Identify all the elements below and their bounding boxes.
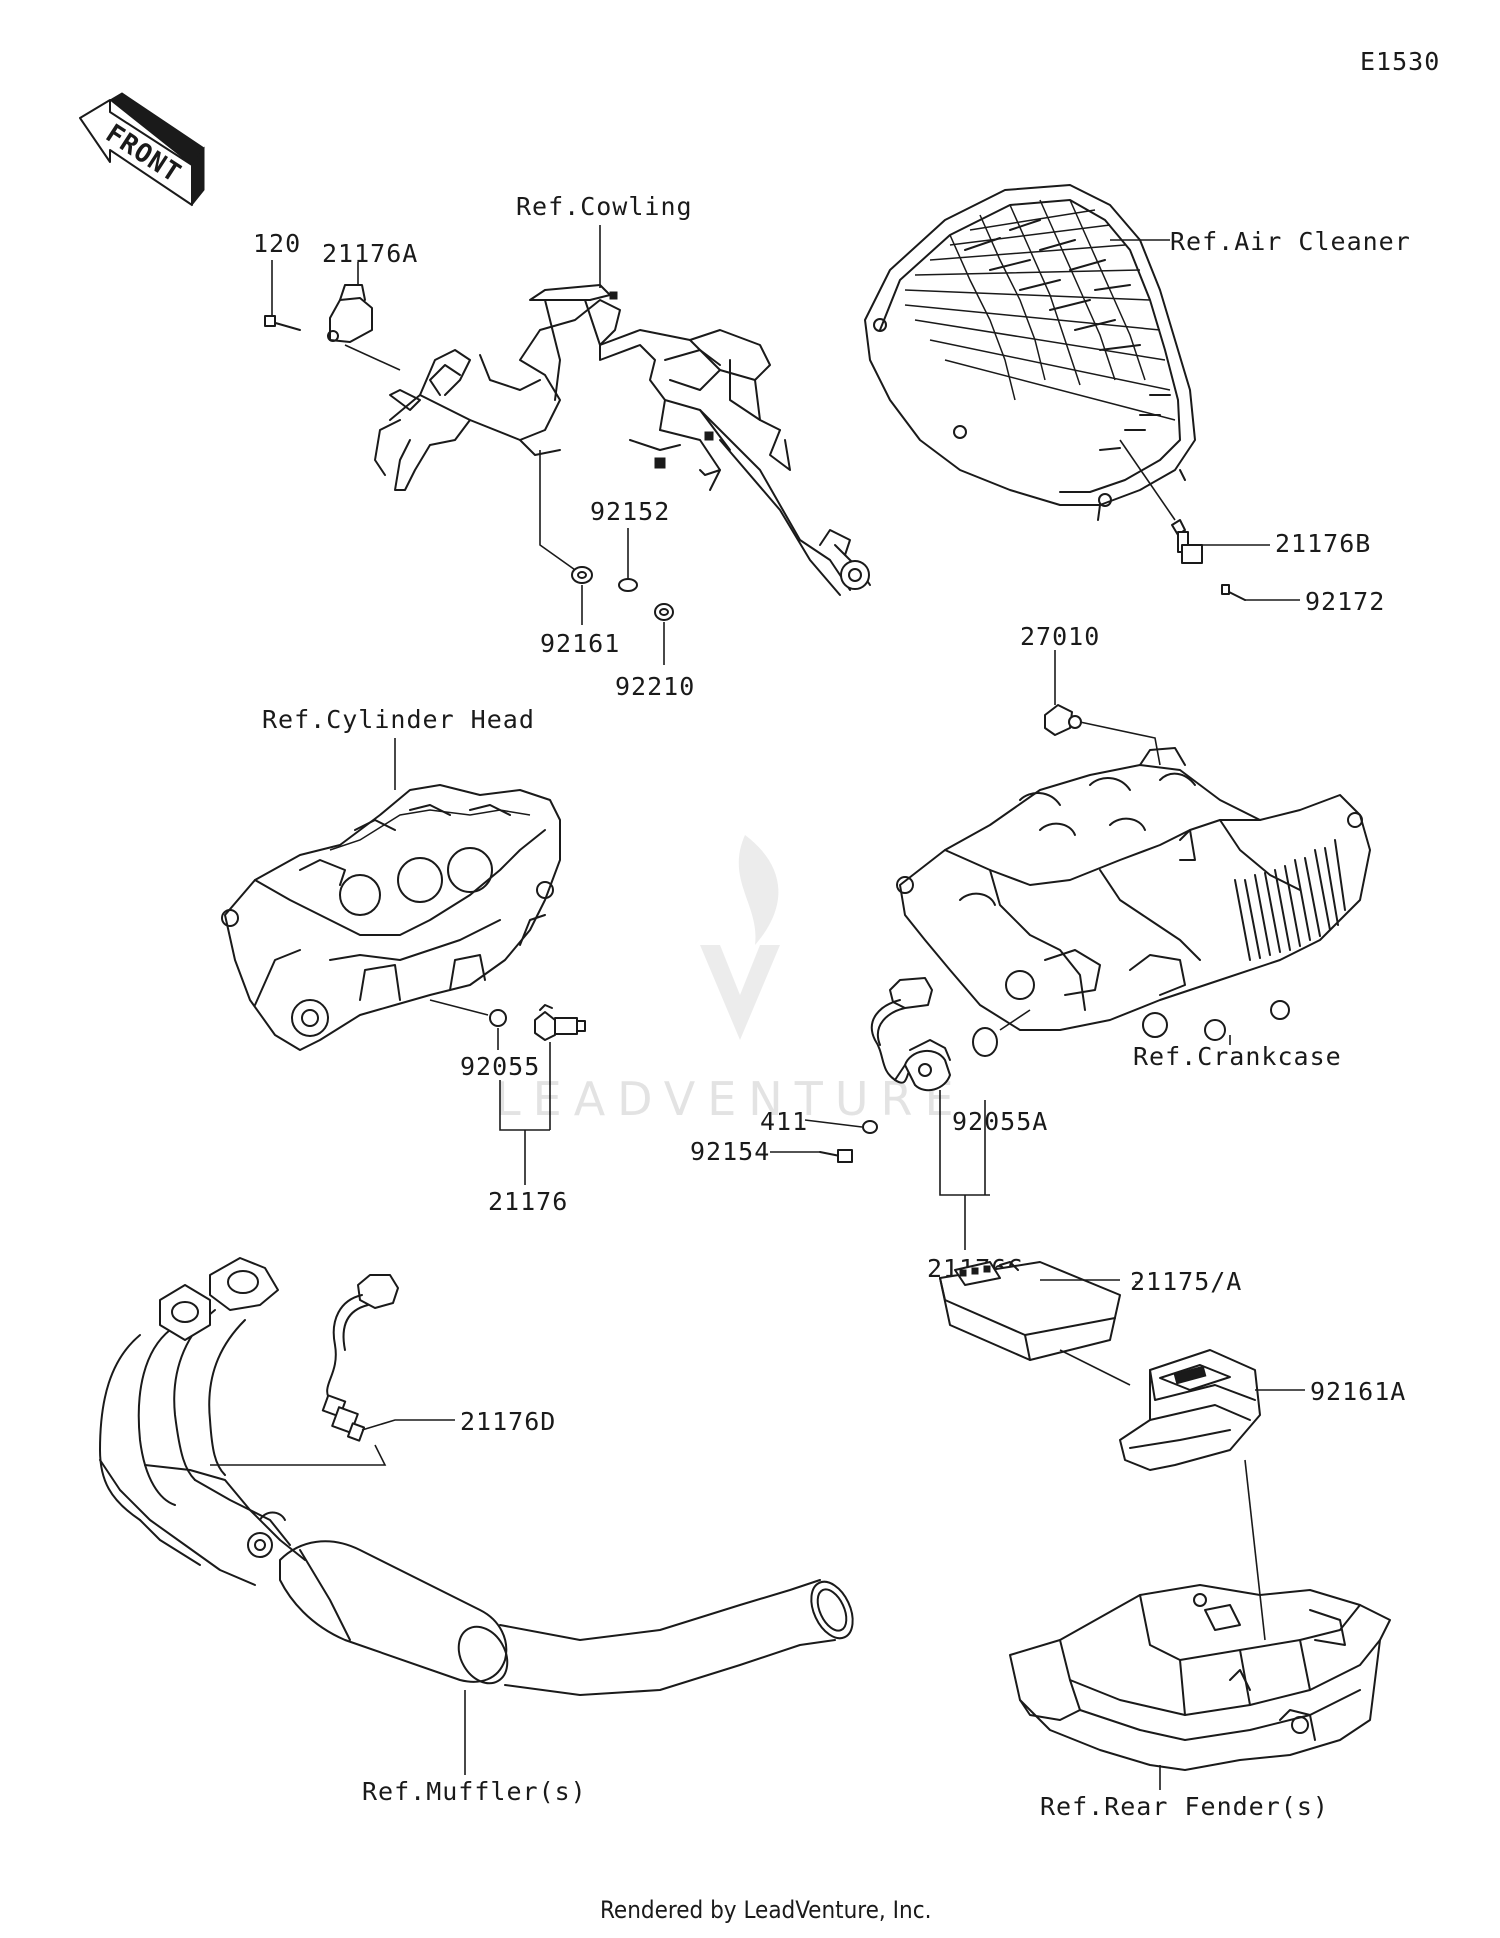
- label-92152: 92152: [590, 497, 670, 526]
- label-21176: 21176: [488, 1187, 568, 1216]
- label-411: 411: [760, 1107, 808, 1136]
- sensor-21176C: [770, 977, 1031, 1250]
- label-92210: 92210: [615, 672, 695, 701]
- subframe-bracket: [374, 284, 871, 596]
- label-ref-rear-fenders: Ref.Rear Fender(s): [1040, 1792, 1329, 1821]
- label-ref-crankcase: Ref.Crankcase: [1133, 1042, 1342, 1071]
- diagram-code: E1530: [1360, 47, 1440, 76]
- front-arrow-icon: FRONT: [79, 92, 205, 207]
- ecu-21175A: [939, 1261, 1140, 1386]
- fasteners-92161-92152-92210: [539, 450, 674, 665]
- sensor-21176-and-washer-92055: [429, 999, 586, 1185]
- label-ref-cowling: Ref.Cowling: [516, 192, 693, 221]
- label-21176B: 21176B: [1275, 529, 1371, 558]
- label-21176A: 21176A: [322, 239, 418, 268]
- label-92172: 92172: [1305, 587, 1385, 616]
- label-92055: 92055: [460, 1052, 540, 1081]
- label-92161: 92161: [540, 629, 620, 658]
- label-21175A: 21175/A: [1130, 1267, 1242, 1296]
- label-92055A: 92055A: [952, 1107, 1048, 1136]
- sensor-21176B: [1171, 519, 1300, 601]
- leadventure-watermark: LEADVENTURE: [495, 835, 966, 1126]
- watermark-text: LEADVENTURE: [495, 1072, 966, 1126]
- exhaust-muffler: [99, 1257, 854, 1775]
- bolt-120: [264, 260, 301, 331]
- holder-92161A: [1119, 1349, 1305, 1641]
- footer-credit: Rendered by LeadVenture, Inc.: [600, 1896, 931, 1924]
- label-92154: 92154: [690, 1137, 770, 1166]
- cylinder-head: [221, 784, 561, 1051]
- label-120: 120: [253, 229, 301, 258]
- crankcase: [896, 747, 1371, 1041]
- label-21176D: 21176D: [460, 1407, 556, 1436]
- sensor-21176A: [327, 262, 401, 371]
- label-ref-cylinder-head: Ref.Cylinder Head: [262, 705, 535, 734]
- label-92161A: 92161A: [1310, 1377, 1406, 1406]
- switch-27010: [1044, 650, 1161, 766]
- air-cleaner: [864, 184, 1196, 521]
- label-ref-mufflers: Ref.Muffler(s): [362, 1777, 587, 1806]
- sensor-21176D: [210, 1274, 455, 1466]
- label-ref-air-cleaner: Ref.Air Cleaner: [1170, 227, 1411, 256]
- rear-fender-tray: [1009, 1584, 1391, 1790]
- label-27010: 27010: [1020, 622, 1100, 651]
